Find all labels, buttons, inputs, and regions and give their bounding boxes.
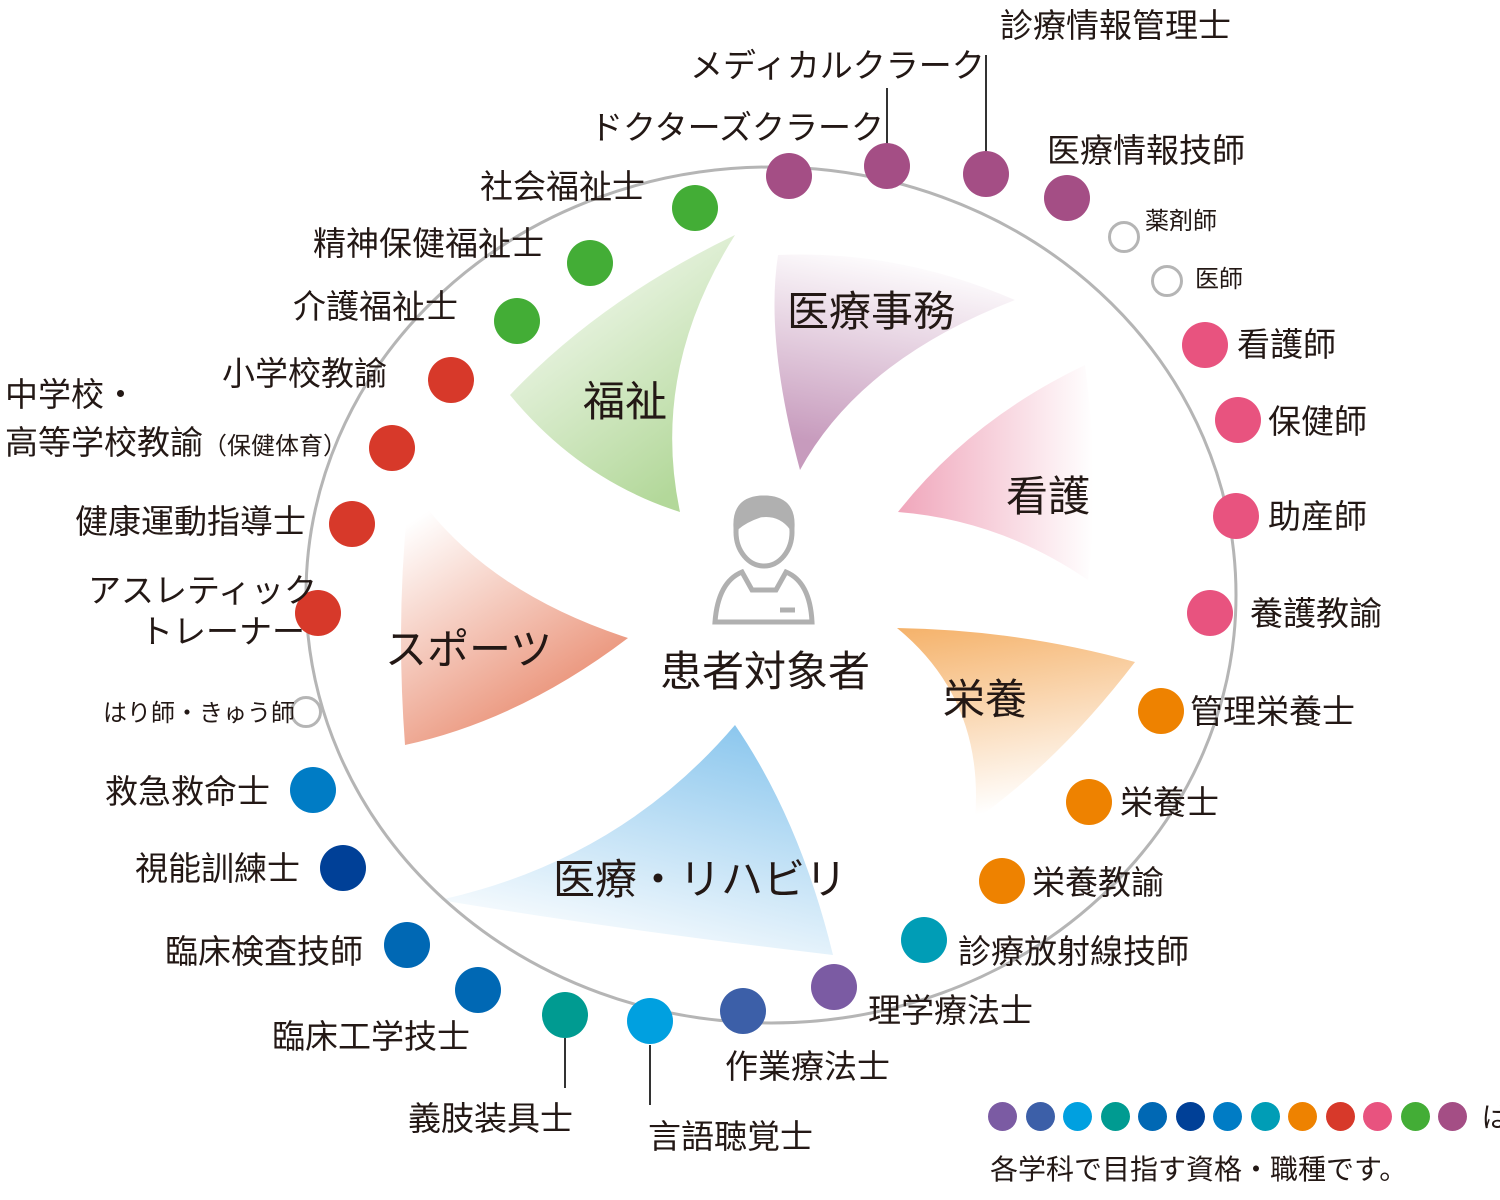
leader-line-medical-clerk (886, 88, 888, 150)
legend-suffix: は (1481, 1101, 1500, 1134)
legend-color-dot (1213, 1101, 1242, 1131)
legend-dot-list (988, 1101, 1467, 1131)
label-athletic-trainer-2: トレーナー (140, 612, 305, 651)
label-secondary-teacher-sub: （保健体育） (203, 432, 347, 460)
label-secondary-teacher-2: 高等学校教諭（保健体育） (5, 423, 347, 462)
legend-color-dot (1063, 1101, 1092, 1131)
category-welfare: 福祉 (583, 377, 668, 426)
label-nurse: 看護師 (1237, 325, 1336, 364)
legend-color-dot (1138, 1101, 1167, 1131)
label-dietitian: 栄養士 (1120, 783, 1219, 822)
label-speech-therapist: 言語聴覚士 (648, 1117, 813, 1156)
qualification-dot (627, 998, 673, 1044)
qualification-dot (1151, 265, 1183, 297)
qualification-dot (542, 992, 588, 1038)
legend-color-dot (1438, 1101, 1467, 1131)
label-public-health-nurse: 保健師 (1268, 402, 1367, 441)
label-nutrition-teacher: 栄養教諭 (1032, 863, 1164, 902)
category-nursing: 看護 (1006, 472, 1091, 521)
qualification-dot (1108, 221, 1140, 253)
label-doctors-clerk: ドクターズクラーク (590, 108, 885, 147)
category-medical-office: 医療事務 (787, 287, 956, 336)
petal-nutrition (897, 628, 1135, 820)
qualification-dot (384, 922, 430, 968)
qualification-dot (567, 240, 613, 286)
label-radiologic-tech: 診療放射線技師 (958, 932, 1189, 971)
qualification-dot (329, 501, 375, 547)
label-registered-dietitian: 管理栄養士 (1190, 692, 1355, 731)
legend-color-dot (1363, 1101, 1392, 1131)
qualification-dot (963, 151, 1009, 197)
label-secondary-teacher-main: 高等学校教諭 (5, 423, 203, 462)
leader-line-speech-therapist (649, 1045, 651, 1105)
legend-color-dot (1325, 1101, 1355, 1131)
qualification-dot (901, 917, 947, 963)
qualification-dot (1138, 688, 1184, 734)
label-athletic-trainer: アスレティック (88, 571, 318, 610)
label-care-worker: 介護福祉士 (293, 287, 458, 326)
label-psychiatric-social-worker: 精神保健福祉士 (313, 224, 544, 263)
label-social-worker: 社会福祉士 (480, 167, 645, 206)
center-label: 患者対象者 (660, 647, 871, 696)
qualification-dot (290, 767, 336, 813)
label-prosthetist: 義肢装具士 (408, 1099, 573, 1138)
label-orthoptist: 視能訓練士 (135, 849, 300, 888)
qualification-dot (1187, 590, 1233, 636)
category-nutrition: 栄養 (943, 675, 1028, 724)
legend-color-dot (1100, 1101, 1130, 1131)
legend-color-dot (1288, 1101, 1317, 1131)
label-secondary-teacher: 中学校・ (5, 375, 137, 414)
label-medical-records: 診療情報管理士 (1000, 6, 1231, 45)
qualification-dot (864, 143, 910, 189)
qualification-dot (1213, 493, 1259, 539)
qualification-dot (494, 298, 540, 344)
label-clinical-engineer: 臨床工学技士 (272, 1017, 470, 1056)
label-occupational-therapist: 作業療法士 (725, 1047, 890, 1086)
qualification-dot (766, 153, 812, 199)
qualification-dot (320, 845, 366, 891)
label-medical-info-tech: 医療情報技師 (1047, 131, 1245, 170)
qualification-dot (720, 988, 766, 1034)
label-medical-clerk: メディカルクラーク (690, 46, 985, 85)
petal-medical-office (774, 254, 1015, 470)
legend-text: 各学科で目指す資格・職種です。 (990, 1153, 1408, 1186)
qualification-dot (979, 858, 1025, 904)
category-sports: スポーツ (385, 625, 553, 674)
legend-color-dot (1250, 1101, 1280, 1131)
qualification-dot (672, 185, 718, 231)
qualification-dot (295, 590, 341, 636)
qualification-dot (1066, 779, 1112, 825)
label-paramedic: 救急救命士 (105, 772, 270, 811)
legend-color-dot (1400, 1101, 1430, 1131)
qualification-dot (428, 357, 474, 403)
legend: は (988, 1096, 1500, 1136)
qualification-dot (290, 696, 322, 728)
label-midwife: 助産師 (1268, 497, 1367, 536)
leader-line-prosthetist (564, 1038, 566, 1088)
qualification-dot (1215, 397, 1261, 443)
label-pharmacist: 薬剤師 (1145, 207, 1217, 235)
legend-color-dot (988, 1101, 1017, 1131)
qualification-dot (1044, 175, 1090, 221)
qualification-dot (811, 964, 857, 1010)
label-elementary-teacher: 小学校教諭 (222, 354, 387, 393)
category-rehab: 医療・リハビリ (553, 855, 848, 904)
qualification-dot (369, 425, 415, 471)
label-physical-therapist: 理学療法士 (868, 991, 1033, 1030)
qualification-dot (455, 967, 501, 1013)
petal-sports (401, 485, 628, 745)
petal-rehab (440, 725, 833, 955)
petal-nursing (898, 365, 1094, 580)
person-icon (712, 495, 815, 625)
label-fitness-instructor: 健康運動指導士 (75, 502, 306, 541)
label-lab-technician: 臨床検査技師 (165, 932, 363, 971)
legend-color-dot (1025, 1101, 1055, 1131)
petal-welfare (510, 235, 735, 512)
legend-color-dot (1175, 1101, 1205, 1131)
qualification-dot (1182, 322, 1228, 368)
label-school-nurse: 養護教諭 (1250, 594, 1382, 633)
label-acupuncturist: はり師・きゅう師 (103, 699, 295, 727)
label-doctor: 医師 (1195, 265, 1243, 293)
leader-line-medical-records (985, 55, 987, 158)
